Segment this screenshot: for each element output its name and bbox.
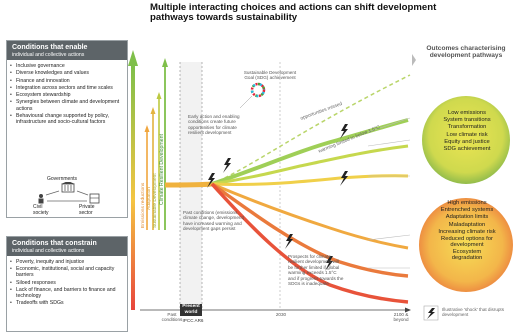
actor-private-sector-label: Private sector bbox=[79, 204, 95, 216]
list-item: Synergies between climate and developmen… bbox=[10, 99, 123, 111]
list-item: Ecosystem stewardship bbox=[10, 92, 123, 98]
tick-label-present: Present world bbox=[180, 304, 202, 316]
good-outcome-item: Low emissions bbox=[447, 110, 487, 116]
actor-governments-label: Governments bbox=[47, 176, 78, 182]
list-item: Finance and innovation bbox=[10, 78, 123, 84]
bad-outcome-item: Entrenched systems bbox=[440, 207, 494, 214]
bad-outcome-item: Adaptation limits bbox=[445, 214, 489, 221]
list-item: Lack of finance, and barriers to finance… bbox=[10, 287, 123, 299]
lightning-icon bbox=[340, 124, 348, 139]
bad-outcome-item: Increasing climate risk bbox=[438, 228, 496, 235]
list-item: Integration across sectors and time scal… bbox=[10, 85, 123, 91]
good-outcome-item: SDG achievement bbox=[443, 146, 491, 153]
civil-society-icon bbox=[38, 194, 44, 204]
list-item: Tradeoffs with SDGs bbox=[10, 300, 123, 306]
actors-diagram bbox=[38, 182, 100, 204]
good-outcome-item: Transformation bbox=[447, 124, 487, 131]
bad-outcome-item: Maladaptation bbox=[448, 221, 486, 228]
tick-label-ar6: IPCC AR6 bbox=[182, 318, 204, 323]
outcomes-heading: Outcomes characterising development path… bbox=[426, 45, 506, 60]
constraining-conditions-heading: Conditions that constrain bbox=[12, 240, 97, 247]
lightning-icon bbox=[285, 234, 293, 249]
constraining-conditions-list: Poverty, inequity and injustice Economic… bbox=[7, 256, 127, 307]
list-item: Diverse knowledges and values bbox=[10, 70, 123, 76]
lightning-icon bbox=[207, 173, 215, 188]
good-outcomes-list: Low emissions System transitions Transfo… bbox=[412, 110, 522, 153]
axis-label-adaptation: Adaptation bbox=[147, 187, 152, 210]
good-outcome-item: Equity and justice bbox=[444, 138, 490, 145]
enabling-conditions-heading: Conditions that enable bbox=[12, 44, 88, 51]
figure-title: Multiple interacting choices and actions… bbox=[150, 2, 437, 23]
shock-legend-label: Illustrative 'shock' that disrupts devel… bbox=[442, 307, 505, 318]
list-item: Behavioural change supported by policy, … bbox=[10, 113, 123, 125]
list-item: Poverty, inequity and injustice bbox=[10, 259, 123, 265]
prospects-note: Prospects for climate resilient developm… bbox=[288, 254, 344, 287]
vertical-gradient-arrow bbox=[128, 50, 138, 310]
time-axis-arrowhead bbox=[405, 307, 411, 313]
list-item: Siloed responses bbox=[10, 280, 123, 286]
actor-civil-society-label: Civil society bbox=[33, 204, 49, 216]
bad-outcomes-circle bbox=[419, 198, 513, 292]
bad-outcomes-list: High emissions Entrenched systems Adapta… bbox=[412, 200, 522, 262]
list-item: Inclusive governance bbox=[10, 63, 123, 69]
past-conditions-note: Past conditions (emissions, climate chan… bbox=[183, 210, 245, 232]
early-action-note: Early action and enabling conditions cre… bbox=[188, 114, 240, 136]
enabling-conditions-list: Inclusive governance Diverse knowledges … bbox=[7, 60, 127, 125]
good-outcomes-circle bbox=[422, 96, 510, 184]
bad-outcome-item: High emissions bbox=[447, 200, 487, 206]
axis-label-sustainable-development: Sustainable Development bbox=[153, 173, 158, 228]
tick-label-past: Past conditions bbox=[161, 312, 183, 323]
bad-outcome-item: Ecosystem degradation bbox=[451, 248, 483, 262]
enabling-conditions-subheading: individual and collective actions bbox=[12, 52, 85, 58]
lightning-icon bbox=[325, 256, 333, 271]
list-item: Economic, institutional, social and capa… bbox=[10, 266, 123, 278]
private-sector-icon bbox=[89, 193, 100, 204]
tick-label-2030: 2030 bbox=[275, 312, 287, 317]
axis-label-climate-resilient: Climate Resilient Development bbox=[159, 134, 165, 205]
sdg-label: Sustainable Development Goal (SDG) achie… bbox=[243, 70, 297, 81]
good-outcome-item: Low climate risk bbox=[446, 131, 488, 138]
constraining-conditions-box: Conditions that constrain individual and… bbox=[6, 236, 128, 332]
lightning-icon bbox=[223, 158, 231, 173]
outcomes-header-arrow bbox=[412, 54, 416, 66]
constraining-conditions-subheading: individual and collective actions bbox=[12, 248, 85, 254]
axis-label-emissions: Emissions reductions bbox=[141, 182, 146, 228]
axis-arrows bbox=[144, 58, 168, 230]
enabling-conditions-header: Conditions that enable individual and co… bbox=[7, 41, 127, 60]
shock-legend-icon bbox=[423, 305, 439, 321]
sdg-wheel-icon bbox=[250, 82, 266, 98]
good-outcome-item: System transitions bbox=[443, 117, 491, 124]
enabling-conditions-box: Conditions that enable individual and co… bbox=[6, 40, 128, 218]
sdg-callout-line bbox=[239, 95, 253, 109]
bad-outcome-item: Reduced options for development bbox=[441, 236, 493, 249]
tick-label-2100: 2100 & beyond bbox=[393, 312, 409, 323]
constraining-conditions-header: Conditions that constrain individual and… bbox=[7, 237, 127, 256]
outcome-connector-lines bbox=[367, 117, 411, 269]
lightning-icon bbox=[340, 171, 348, 186]
governments-icon bbox=[61, 182, 75, 193]
